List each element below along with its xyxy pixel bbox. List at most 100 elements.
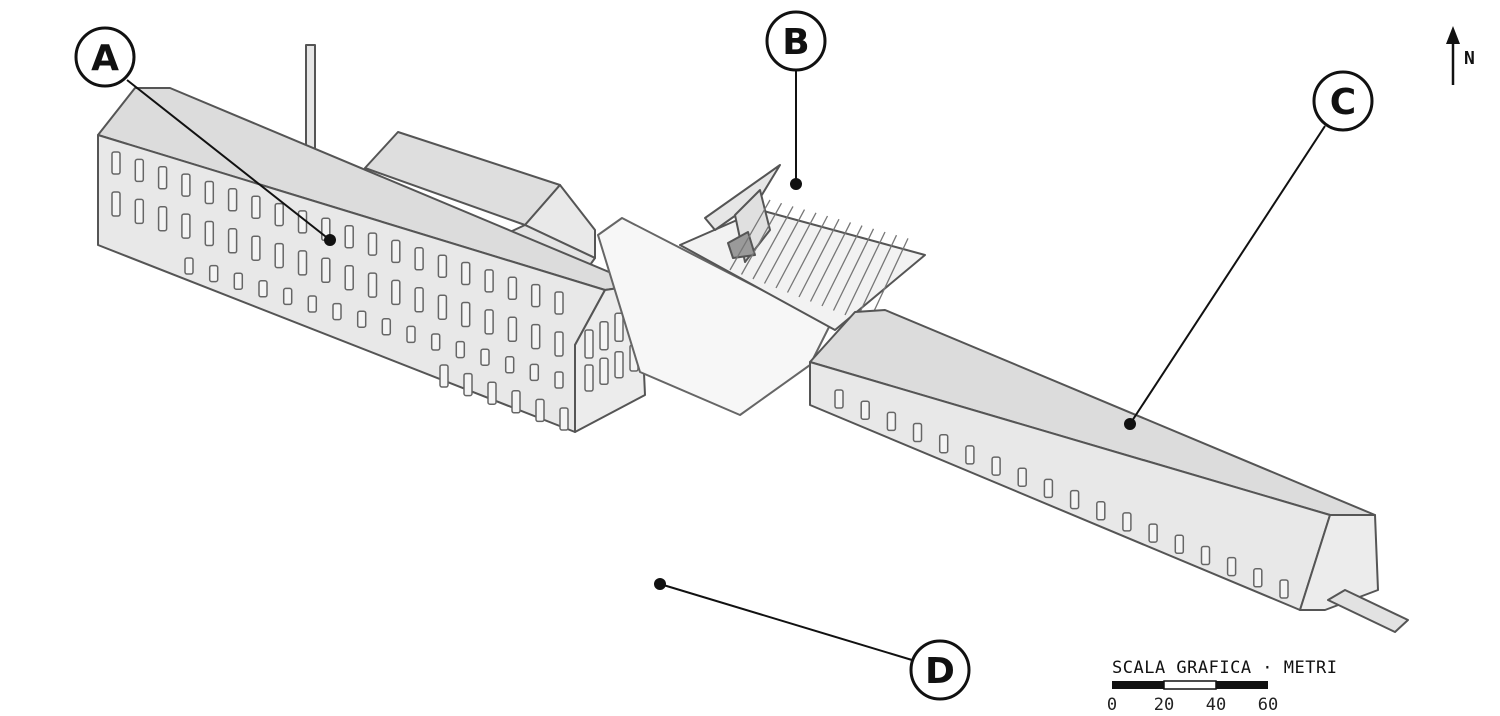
callout-c-label: C: [1330, 82, 1356, 123]
window: [1226, 556, 1237, 577]
window: [480, 348, 490, 366]
shed-slat: [775, 212, 817, 289]
window: [208, 264, 219, 283]
window: [381, 318, 392, 336]
window: [344, 264, 354, 291]
window: [437, 294, 448, 320]
window: [1253, 568, 1263, 588]
scale-tick-60: 60: [1258, 695, 1278, 715]
window: [484, 269, 494, 293]
callout-d-circle: [909, 639, 971, 701]
window: [584, 329, 594, 359]
window: [204, 220, 215, 247]
callout-b-dot: [790, 178, 802, 190]
window: [184, 257, 194, 275]
callout-b-circle: [765, 10, 827, 72]
window: [1200, 545, 1211, 566]
window: [1069, 489, 1080, 510]
window: [430, 333, 441, 351]
window: [614, 350, 624, 379]
window: [886, 411, 897, 432]
window: [321, 257, 331, 284]
building-b-slats: [729, 199, 909, 325]
window: [559, 407, 569, 431]
callout-a-dot: [324, 234, 336, 246]
window: [251, 195, 261, 219]
window: [554, 291, 564, 315]
scale-tick-0: 0: [1107, 695, 1117, 715]
window: [134, 198, 145, 225]
window: [530, 323, 541, 350]
window: [414, 287, 424, 313]
window: [584, 364, 594, 392]
window: [282, 287, 293, 306]
shed-slat: [763, 209, 806, 284]
scale-segment-1: [1112, 681, 1164, 689]
shed-slat: [832, 228, 875, 311]
window: [251, 235, 261, 261]
window: [367, 272, 378, 298]
window: [965, 445, 975, 465]
window: [484, 309, 494, 335]
callout-d-dot: [654, 578, 666, 590]
shed-slat: [740, 202, 783, 275]
window: [599, 357, 609, 386]
window: [181, 213, 191, 239]
window: [391, 239, 401, 264]
window: [1279, 579, 1289, 599]
window: [274, 242, 284, 269]
shed-slat: [729, 199, 771, 271]
window: [463, 372, 473, 397]
shed-slat: [844, 231, 886, 316]
shed-slat: [798, 218, 840, 298]
north-arrow: N: [1446, 26, 1475, 85]
window: [367, 232, 378, 256]
window: [111, 151, 121, 175]
north-label: N: [1464, 48, 1475, 69]
callout-c-circle: [1312, 70, 1374, 132]
window: [332, 302, 342, 321]
north-arrow-icon: [1446, 26, 1460, 44]
window: [834, 389, 844, 409]
shed-slat: [809, 222, 852, 302]
building-b: [679, 164, 926, 331]
window: [912, 422, 923, 443]
building-c-ramp: [1327, 589, 1409, 633]
window: [204, 180, 215, 205]
window: [227, 188, 238, 212]
shed-slat: [752, 206, 794, 280]
window: [157, 205, 168, 232]
shed-slat: [855, 234, 898, 320]
callout-d: D: [654, 578, 971, 701]
window: [1017, 467, 1027, 487]
callout-c-dot: [1124, 418, 1136, 430]
window: [507, 316, 518, 343]
window: [991, 456, 1001, 476]
window: [455, 340, 466, 359]
building-c-windows: [834, 389, 1289, 599]
window: [599, 320, 609, 351]
window: [406, 325, 416, 344]
building-c-gable: [1299, 514, 1379, 611]
scale-bar: SCALA GRAFICA · METRI 0 20 40 60: [1107, 658, 1337, 715]
window: [460, 261, 471, 286]
window: [439, 364, 449, 388]
window: [414, 247, 424, 271]
callout-d-label: D: [925, 651, 955, 692]
window: [504, 356, 515, 374]
window: [530, 283, 541, 308]
window: [938, 433, 949, 454]
window: [535, 398, 545, 423]
window: [554, 331, 564, 357]
window: [1148, 523, 1158, 543]
callout-c: C: [1124, 70, 1374, 430]
scale-bar-title: SCALA GRAFICA · METRI: [1112, 658, 1337, 678]
window: [111, 191, 121, 217]
window: [157, 165, 168, 190]
window: [460, 301, 471, 328]
shed-slat: [786, 215, 829, 293]
window: [356, 310, 367, 328]
building-a-windows: [111, 151, 639, 431]
window: [1043, 478, 1054, 499]
callout-a: A: [74, 26, 336, 246]
